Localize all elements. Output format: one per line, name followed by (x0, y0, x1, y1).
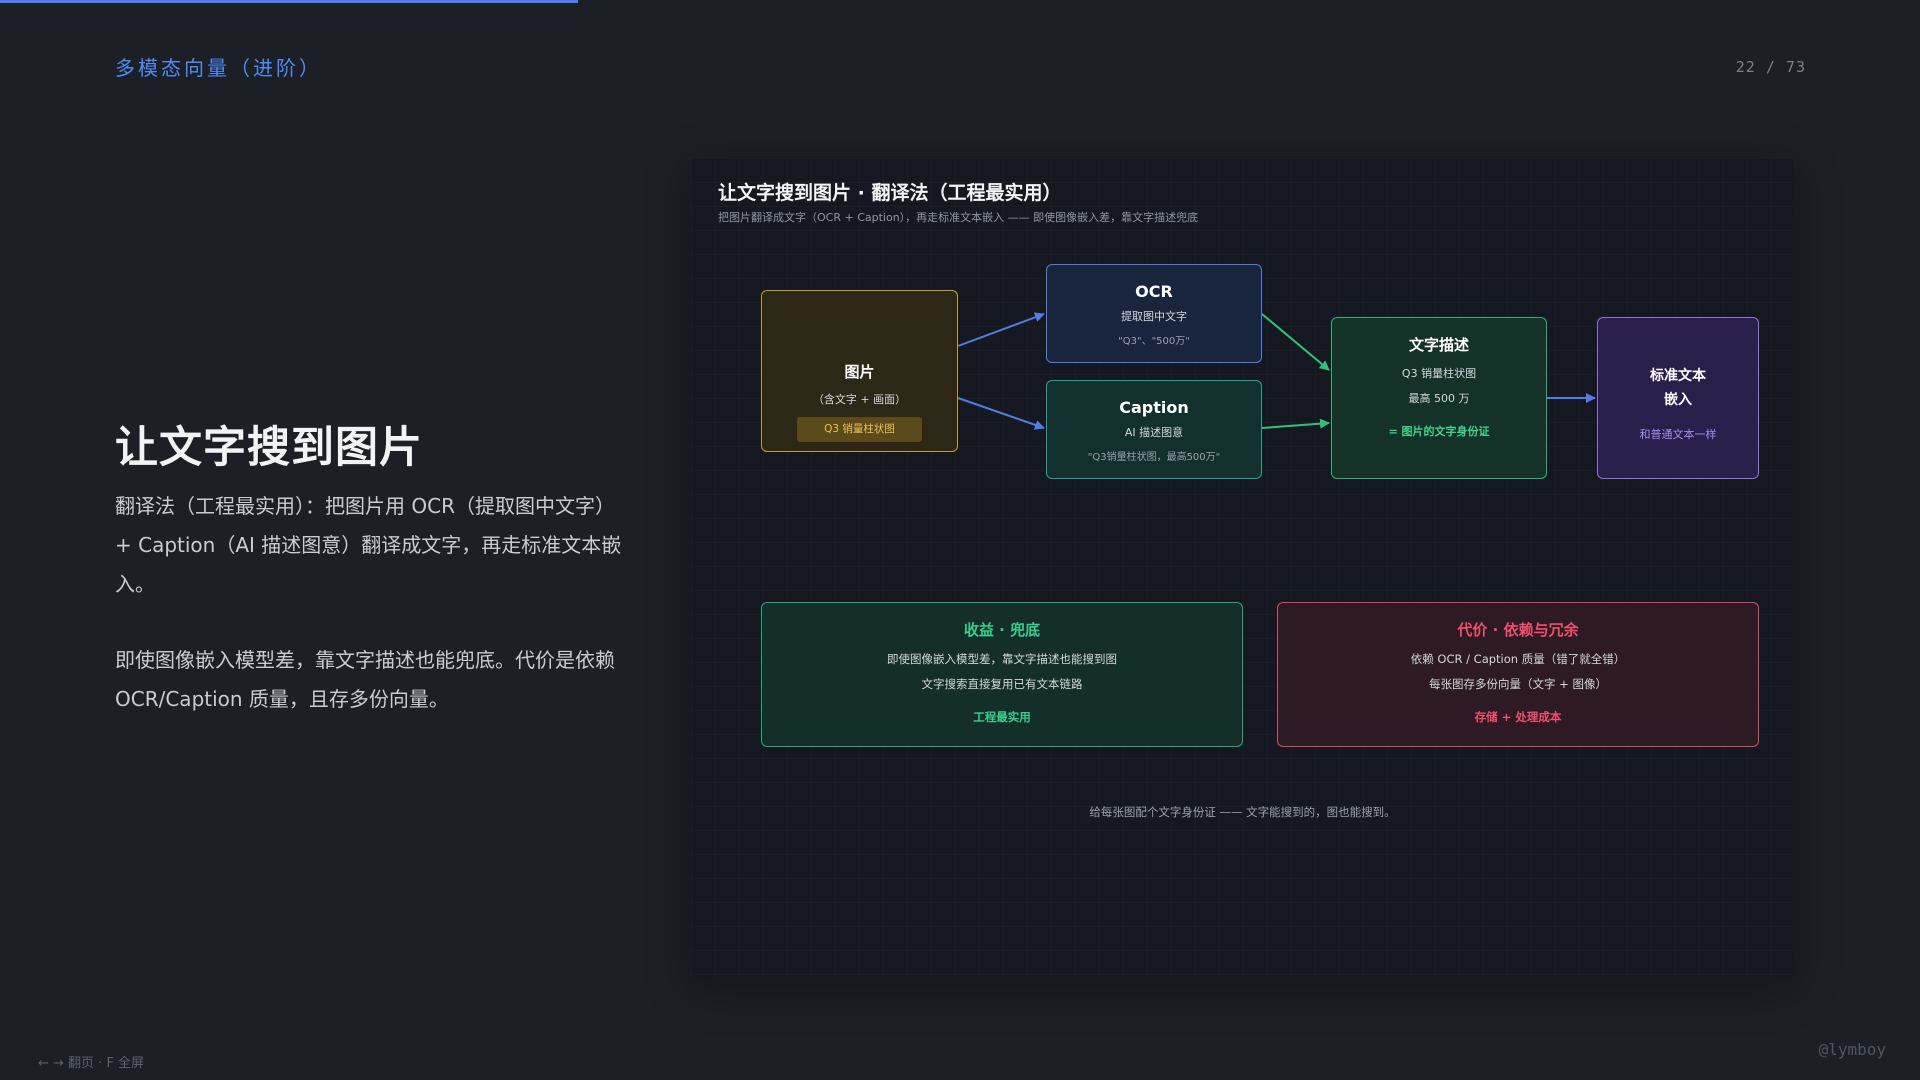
node-image-tag: Q3 销量柱状图 (797, 417, 922, 442)
benefit-accent: 工程最实用 (973, 710, 1031, 724)
node-text-description: 文字描述 Q3 销量柱状图 最高 500 万 = 图片的文字身份证 (1331, 317, 1547, 479)
node-image-title: 图片 (844, 363, 875, 381)
node-caption-title: Caption (1119, 398, 1189, 417)
arrow-caption-to-description (1261, 418, 1330, 429)
node-embedding-accent: 和普通文本一样 (1639, 428, 1717, 441)
diagram-panel: 让文字搜到图片 · 翻译法（工程最实用） 把图片翻译成文字（OCR + Capt… (691, 158, 1794, 977)
flow-arrows (957, 312, 1596, 430)
node-caption-line: AI 描述图意 (1124, 426, 1184, 439)
node-image-subtitle: （含文字 + 画面） (812, 393, 907, 406)
cost-box: 代价 · 依赖与冗余 依赖 OCR / Caption 质量（错了就全错） 每张… (1277, 602, 1759, 747)
slide-heading: 让文字搜到图片 (115, 423, 423, 473)
panel-title: 让文字搜到图片 · 翻译法（工程最实用） (718, 182, 1062, 204)
progress-track (0, 0, 1920, 3)
node-description-title: 文字描述 (1408, 336, 1469, 354)
node-embedding-title-line2: 嵌入 (1664, 392, 1692, 408)
benefit-line1: 即使图像嵌入模型差，靠文字描述也能搜到图 (887, 652, 1117, 666)
benefit-box: 收益 · 兜底 即使图像嵌入模型差，靠文字描述也能搜到图 文字搜索直接复用已有文… (761, 602, 1243, 747)
node-ocr-line: 提取图中文字 (1121, 310, 1187, 323)
node-ocr-title: OCR (1135, 282, 1173, 301)
node-ocr: OCR 提取图中文字 "Q3"、"500万" (1046, 264, 1262, 363)
benefit-title: 收益 · 兜底 (963, 621, 1041, 639)
panel-subtitle: 把图片翻译成文字（OCR + Caption），再走标准文本嵌入 —— 即使图像… (718, 211, 1199, 224)
cost-line1: 依赖 OCR / Caption 质量（错了就全错） (1410, 652, 1626, 666)
benefit-line2: 文字搜索直接复用已有文本链路 (921, 677, 1083, 691)
arrow-image-to-caption (957, 397, 1045, 430)
node-caption-example: "Q3销量柱状图，最高500万" (1087, 452, 1221, 463)
node-description-line2: 最高 500 万 (1408, 392, 1470, 405)
progress-bar (0, 0, 578, 3)
node-caption: Caption AI 描述图意 "Q3销量柱状图，最高500万" (1046, 380, 1262, 479)
page-counter: 22 / 73 (1735, 58, 1806, 76)
section-title: 多模态向量（进阶） (115, 56, 322, 80)
arrow-image-to-ocr (957, 312, 1045, 347)
node-description-line1: Q3 销量柱状图 (1401, 367, 1477, 380)
slide-paragraph-1: 翻译法（工程最实用）：把图片用 OCR（提取图中文字）+ Caption（AI … (115, 494, 622, 596)
node-ocr-example: "Q3"、"500万" (1118, 336, 1190, 347)
node-image: 图片 （含文字 + 画面） Q3 销量柱状图 (761, 290, 958, 452)
slide-paragraph-2: 即使图像嵌入模型差，靠文字描述也能兜底。代价是依赖 OCR/Caption 质量… (115, 648, 615, 711)
cost-title: 代价 · 依赖与冗余 (1457, 621, 1579, 639)
node-text-embedding: 标准文本 嵌入 和普通文本一样 (1597, 317, 1759, 479)
node-embedding-title-line1: 标准文本 (1650, 368, 1706, 384)
panel-footnote: 给每张图配个文字身份证 —— 文字能搜到的，图也能搜到。 (1089, 805, 1396, 819)
author-handle: @lymboy (1818, 1040, 1886, 1059)
node-description-accent: = 图片的文字身份证 (1388, 425, 1490, 438)
cost-line2: 每张图存多份向量（文字 + 图像） (1429, 677, 1607, 691)
cost-accent: 存储 + 处理成本 (1474, 710, 1562, 724)
arrow-ocr-to-description (1261, 313, 1330, 371)
navigation-hint: ← → 翻页 · F 全屏 (38, 1056, 145, 1071)
